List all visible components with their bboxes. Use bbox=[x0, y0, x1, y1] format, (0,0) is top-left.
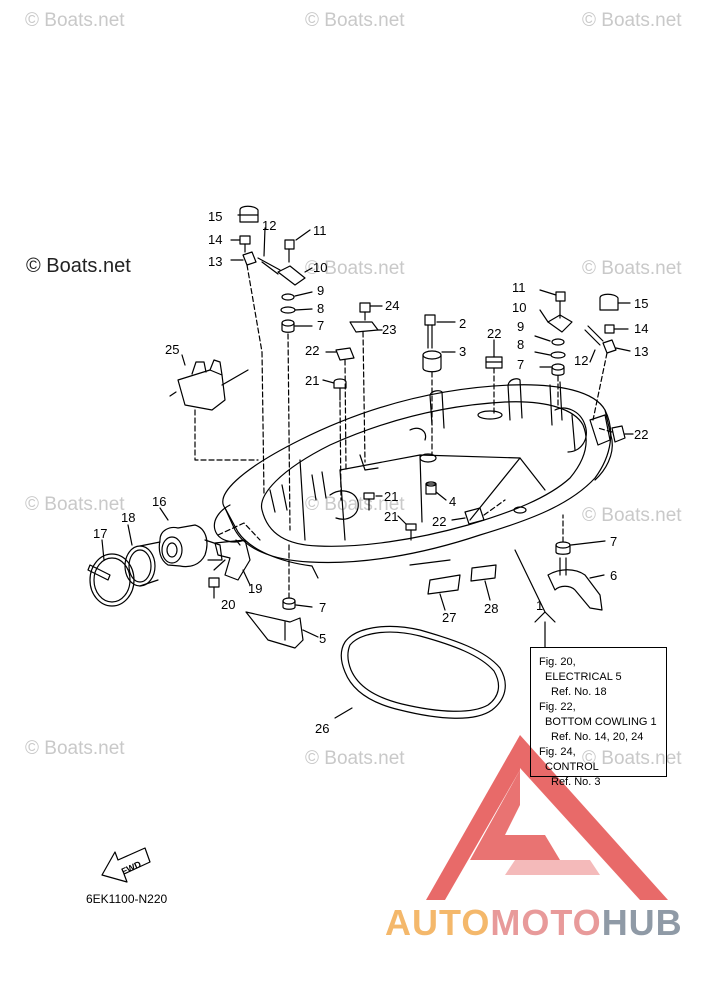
watermark: © Boats.net bbox=[305, 258, 405, 279]
callout-15: 15 bbox=[208, 209, 222, 224]
callout-1: 1 bbox=[536, 598, 543, 613]
callout-14: 14 bbox=[634, 321, 648, 336]
callout-7: 7 bbox=[317, 318, 324, 333]
ref-line: ELECTRICAL 5 bbox=[545, 671, 622, 683]
part-25-outline bbox=[177, 369, 226, 411]
watermark: © Boats.net bbox=[305, 494, 405, 515]
callout-22: 22 bbox=[487, 326, 501, 341]
callout-7: 7 bbox=[319, 600, 326, 615]
callout-5: 5 bbox=[319, 631, 326, 646]
callout-4: 4 bbox=[449, 494, 456, 509]
ref-line: Ref. No. 18 bbox=[551, 686, 607, 698]
callout-6: 6 bbox=[610, 568, 617, 583]
callout-7: 7 bbox=[610, 534, 617, 549]
brand-part: AUTO bbox=[385, 902, 491, 943]
callout-18: 18 bbox=[121, 510, 135, 525]
callout-19: 19 bbox=[248, 581, 262, 596]
callout-10: 10 bbox=[512, 300, 526, 315]
callout-2: 2 bbox=[459, 316, 466, 331]
watermark-main: © Boats.net bbox=[26, 255, 131, 277]
callout-25: 25 bbox=[165, 342, 179, 357]
diagram-code: 6EK1100-N220 bbox=[86, 892, 168, 906]
watermark: © Boats.net bbox=[582, 505, 682, 526]
watermark: © Boats.net bbox=[582, 258, 682, 279]
ref-line: Fig. 22, bbox=[539, 701, 576, 713]
callout-27: 27 bbox=[442, 610, 456, 625]
callout-17: 17 bbox=[93, 526, 107, 541]
callout-26: 26 bbox=[315, 721, 329, 736]
callout-21: 21 bbox=[384, 509, 398, 524]
callout-13: 13 bbox=[208, 254, 222, 269]
ref-line: CONTROL bbox=[545, 761, 599, 773]
watermark: © Boats.net bbox=[25, 10, 125, 31]
callout-24: 24 bbox=[385, 298, 399, 313]
callout-11: 11 bbox=[512, 280, 526, 295]
part-16-outline bbox=[158, 524, 208, 568]
callout-9: 9 bbox=[517, 319, 524, 334]
ref-line: Ref. No. 3 bbox=[551, 776, 601, 788]
callout-22: 22 bbox=[634, 427, 648, 442]
callout-20: 20 bbox=[221, 597, 235, 612]
watermark: © Boats.net bbox=[582, 10, 682, 31]
callout-7: 7 bbox=[517, 357, 524, 372]
callout-15: 15 bbox=[634, 296, 648, 311]
watermark: © Boats.net bbox=[25, 738, 125, 759]
fwd-arrow-outline bbox=[101, 847, 151, 883]
callout-11: 11 bbox=[313, 223, 327, 238]
brand-wordmark: AUTOMOTOHUB bbox=[385, 902, 683, 944]
callout-21: 21 bbox=[384, 489, 398, 504]
reference-box: Fig. 20, ELECTRICAL 5 Ref. No. 18 Fig. 2… bbox=[530, 647, 667, 788]
callout-10: 10 bbox=[313, 260, 327, 275]
callout-21: 21 bbox=[305, 373, 319, 388]
ref-line: Fig. 24, bbox=[539, 746, 576, 758]
brand-part: HUB bbox=[601, 902, 683, 943]
fwd-label: FWD bbox=[120, 859, 143, 877]
part-5-left-outline bbox=[245, 611, 304, 649]
callout-23: 23 bbox=[382, 322, 396, 337]
part-6-right-outline bbox=[547, 569, 603, 611]
watermark: © Boats.net bbox=[582, 748, 682, 769]
callout-16: 16 bbox=[152, 494, 166, 509]
callout-3: 3 bbox=[459, 344, 466, 359]
part-26-gasket bbox=[340, 625, 506, 719]
callout-22: 22 bbox=[432, 514, 446, 529]
ref-line: Ref. No. 14, 20, 24 bbox=[551, 731, 644, 743]
watermark: © Boats.net bbox=[25, 494, 125, 515]
callout-14: 14 bbox=[208, 232, 222, 247]
watermark: © Boats.net bbox=[305, 10, 405, 31]
ref-line: BOTTOM COWLING 1 bbox=[545, 716, 657, 728]
callout-13: 13 bbox=[634, 344, 648, 359]
callout-12: 12 bbox=[262, 218, 276, 233]
callout-8: 8 bbox=[317, 301, 324, 316]
callout-9: 9 bbox=[317, 283, 324, 298]
callout-12: 12 bbox=[574, 353, 588, 368]
brand-part: MOTO bbox=[490, 902, 602, 943]
ref-line: Fig. 20, bbox=[539, 656, 576, 668]
watermark: © Boats.net bbox=[305, 748, 405, 769]
callout-28: 28 bbox=[484, 601, 498, 616]
bottom-cowling-outline bbox=[222, 384, 612, 564]
callout-8: 8 bbox=[517, 337, 524, 352]
callout-22: 22 bbox=[305, 343, 319, 358]
